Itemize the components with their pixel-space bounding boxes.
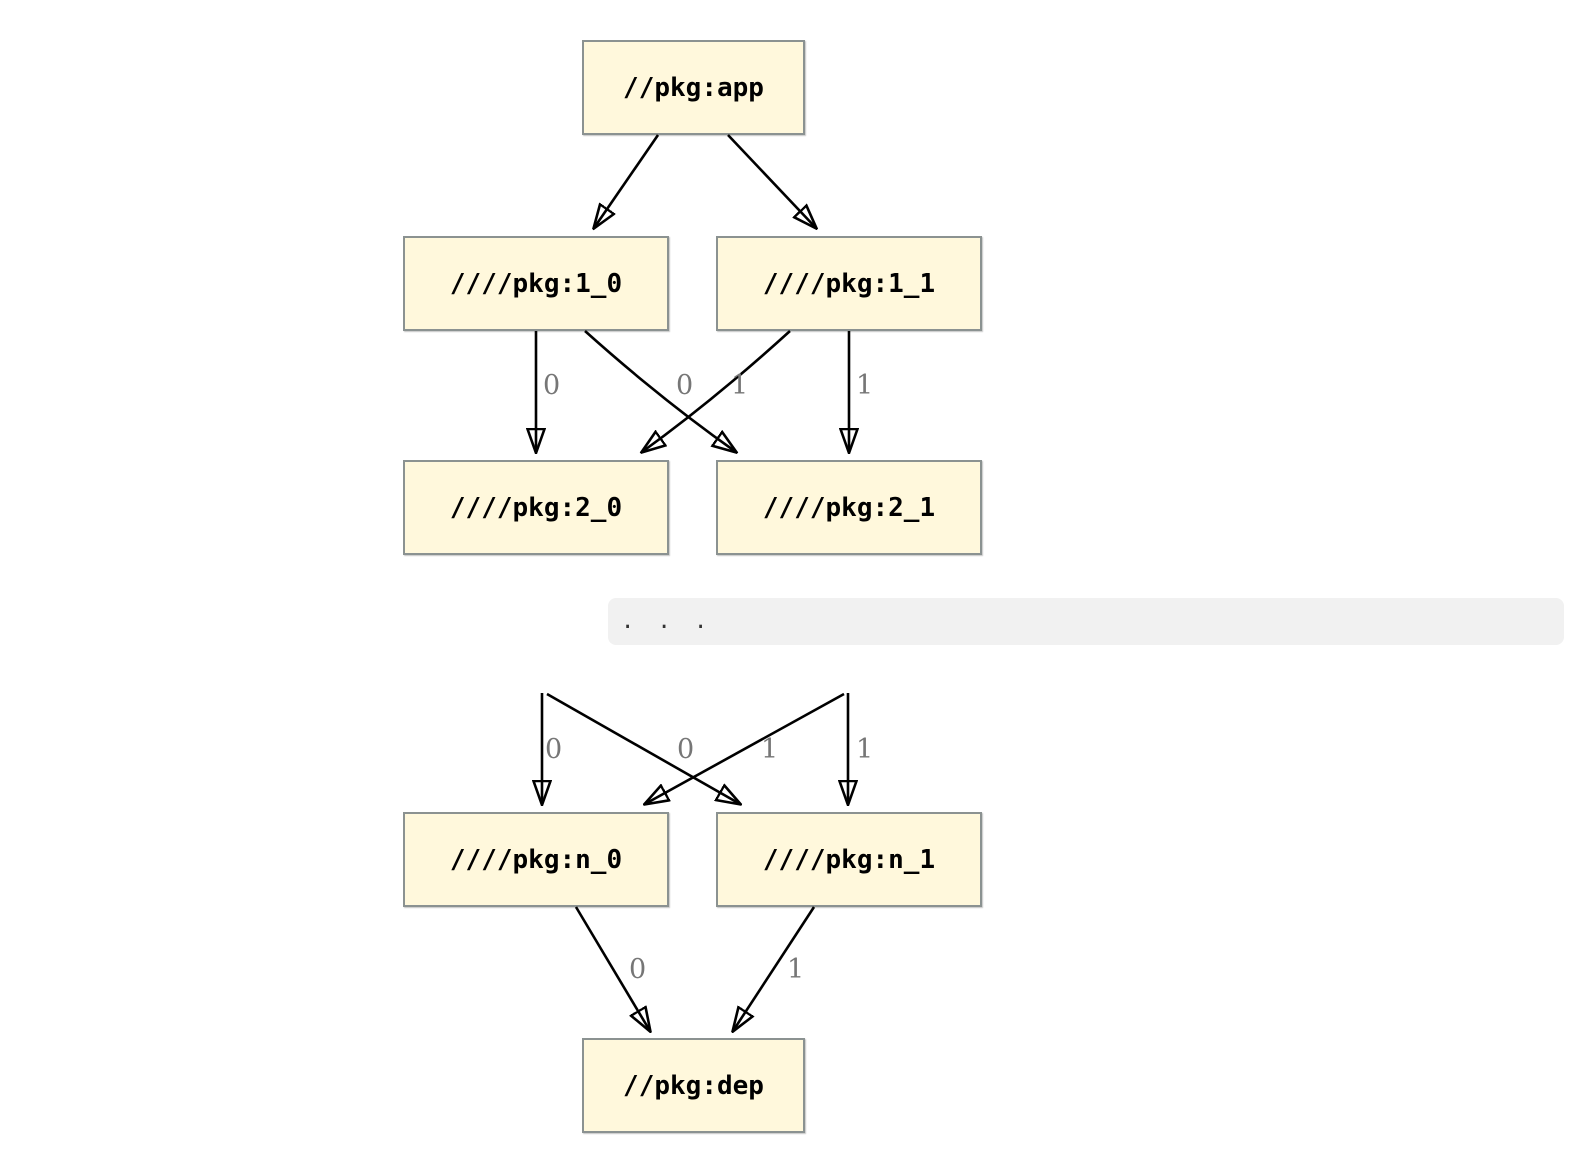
node-pkg-dep: //pkg:dep: [582, 1038, 805, 1133]
edge-app-to-1_0: [594, 134, 660, 228]
edge-1_1-to-2_0: [642, 330, 791, 452]
node-pkg-2-1: ////pkg:2_1: [716, 460, 982, 555]
node-pkg-2-0: ////pkg:2_0: [403, 460, 669, 555]
edge-label: 0: [629, 954, 647, 985]
edge-label: 0: [545, 734, 563, 765]
edge-app-to-1_1: [727, 134, 816, 228]
node-pkg-1-0: ////pkg:1_0: [403, 236, 669, 331]
edge-label: 1: [787, 954, 805, 985]
node-pkg-n-1: ////pkg:n_1: [716, 812, 982, 907]
node-pkg-app: //pkg:app: [582, 40, 805, 135]
edge-label: 0: [543, 370, 561, 401]
edge-ellipsis-to-n_0-diagonal: [645, 692, 845, 804]
node-pkg-n-0: ////pkg:n_0: [403, 812, 669, 907]
edge-ellipsis-to-n_1-diagonal: [546, 692, 740, 804]
ellipsis-code-block: . . .: [608, 598, 1564, 645]
edge-label: 1: [856, 734, 874, 765]
edge-label: 0: [677, 734, 695, 765]
node-pkg-1-1: ////pkg:1_1: [716, 236, 982, 331]
edge-label: 0: [676, 370, 694, 401]
edge-label: 1: [761, 734, 779, 765]
edge-label: 1: [731, 370, 749, 401]
edge-label: 1: [856, 370, 874, 401]
edge-1_0-to-2_1: [584, 330, 736, 452]
